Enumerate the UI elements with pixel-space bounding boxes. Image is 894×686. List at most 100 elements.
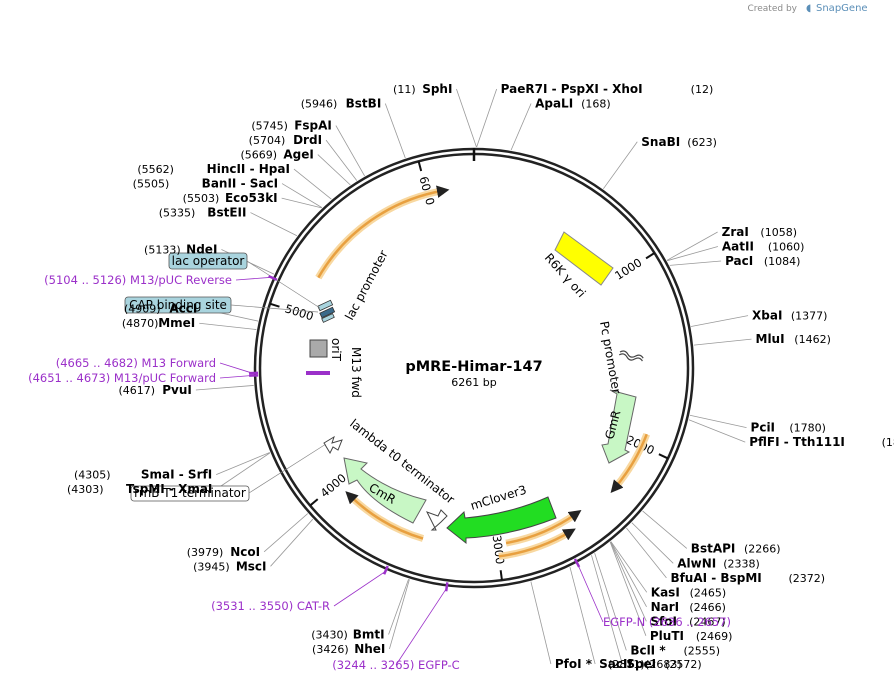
site-2467[interactable]: SfoI(2467) [650,614,725,628]
pc-promoter-feature[interactable] [618,350,644,363]
svg-text:(1084): (1084) [764,255,801,268]
svg-text:(1462): (1462) [794,333,831,346]
svg-text:BanII - SacI: BanII - SacI [202,177,278,191]
leader-1058 [666,231,718,261]
tick-3000 [499,570,503,581]
site-5335[interactable]: BstEII(5335) [159,206,247,220]
svg-text:(1801): (1801) [882,436,894,449]
site-2871[interactable]: PfoI *(2871) [555,657,645,671]
orit-feature[interactable] [309,339,328,358]
svg-text:HincII - HpaI: HincII - HpaI [207,162,290,176]
site-5946[interactable]: BstBI(5946) [301,97,382,111]
rrnb-terminator-feature[interactable] [323,435,343,455]
svg-text:PflFI - Tth111I: PflFI - Tth111I [749,435,845,449]
primer-4662[interactable]: (4651 .. 4673) M13/pUC Forward [28,371,216,385]
svg-text:(5745): (5745) [251,120,288,133]
site-3979[interactable]: NcoI(3979) [187,545,260,559]
primer-4673[interactable]: (4665 .. 4682) M13 Forward [56,356,216,370]
svg-text:(3531 .. 3550) CAT-R: (3531 .. 3550) CAT-R [211,599,330,613]
cmr-feature[interactable] [343,457,427,524]
svg-text:(623): (623) [687,136,717,149]
primer-leader-5115 [235,276,272,281]
site-4617[interactable]: PvuI(4617) [118,383,191,397]
site-4909[interactable]: AccI(4909) [124,302,197,316]
features [306,231,644,545]
site-5133[interactable]: NdeI(5133) [144,242,217,256]
tick-label-1000: 1000 [612,255,644,283]
svg-text:(1058): (1058) [760,226,797,239]
site-4303[interactable]: TspMI - XmaI(4303) [67,482,212,496]
site-1084[interactable]: PacI(1084) [725,254,800,268]
site-3430[interactable]: BmtI(3430) [311,627,384,641]
site-2266[interactable]: BstAPI(2266) [691,541,781,555]
site-4870[interactable]: MmeI(4870) [122,316,195,330]
leader-2555 [594,553,627,651]
primer-3254[interactable]: (3244 .. 3265) EGFP-C [332,658,459,672]
site-1060[interactable]: AatII(1060) [722,240,805,254]
orf-cmr-arc[interactable] [345,491,424,540]
site-623[interactable]: SnaBI(623) [641,135,717,149]
site-2372[interactable]: BfuAI - BspMI(2372) [670,571,825,585]
leader-2683 [569,566,596,665]
site-5503[interactable]: Eco53kI(5503) [183,191,278,205]
site-5562[interactable]: HincII - HpaI (5562) [137,162,290,176]
site-5505[interactable]: BanII - SacI(5505) [133,177,278,191]
svg-text:(5562): (5562) [137,163,174,176]
site-11[interactable]: SphI(11) [393,82,452,96]
site-2555[interactable]: BclI *(2555) [630,643,720,657]
svg-text:(5503): (5503) [183,192,220,205]
svg-text:(4870): (4870) [122,317,159,330]
svg-text:BmtI: BmtI [353,627,385,641]
orf-lac-arc[interactable] [317,185,450,279]
primer-5115[interactable]: (5104 .. 5126) M13/pUC Reverse [44,273,232,287]
tick-2000 [658,453,669,460]
site-1058[interactable]: ZraI(1058) [722,225,797,239]
site-leader-lines [195,88,752,665]
primer-3540[interactable]: (3531 .. 3550) CAT-R [211,599,330,613]
site-1377[interactable]: XbaI(1377) [752,309,827,323]
site-4305[interactable]: SmaI - SrfI(4305) [74,468,212,482]
tick-label-5000: 5000 [283,301,315,323]
site-2572[interactable]: SpeI(2572) [626,657,701,671]
cap-binding-site-box[interactable]: CAP binding site [124,296,232,314]
svg-text:(4665 .. 4682) M13 Forward: (4665 .. 4682) M13 Forward [56,356,216,370]
site-1462[interactable]: MluI(1462) [756,332,831,346]
site-1801[interactable]: PflFI - Tth111I (1801) [749,435,894,449]
site-2338[interactable]: AlwNI(2338) [677,556,760,570]
svg-text:MscI: MscI [236,559,267,573]
orf-mclover-arc-outer[interactable] [498,528,576,558]
svg-text:TspMI - XmaI: TspMI - XmaI [126,482,212,496]
site-168[interactable]: ApaLI(168) [535,97,611,111]
site-12[interactable]: PaeR7I - PspXI - XhoI(12) [501,82,714,96]
mclover3-feature[interactable] [446,496,557,545]
svg-text:(2266): (2266) [744,542,781,555]
site-2469[interactable]: PluTI(2469) [650,629,733,643]
lac-operator-box[interactable]: lac operator [168,252,248,270]
rrnb-terminator-box[interactable]: rrnB T1 terminator [130,485,250,502]
site-5745[interactable]: FspAI(5745) [251,119,332,133]
svg-text:PvuI: PvuI [162,383,192,397]
svg-text:(2555): (2555) [684,644,721,657]
lambda-terminator-feature[interactable] [425,509,448,531]
site-2465[interactable]: KasI(2465) [651,585,726,599]
site-3945[interactable]: MscI(3945) [193,559,266,573]
svg-text:(3244 .. 3265) EGFP-C: (3244 .. 3265) EGFP-C [332,658,459,672]
svg-text:BstBI: BstBI [346,97,382,111]
leader-1377 [690,315,749,327]
lac-promoter-feature[interactable] [317,299,336,323]
svg-text:(2465): (2465) [690,586,727,599]
svg-text:NheI: NheI [354,642,385,656]
gmr-feature[interactable] [601,389,637,464]
site-5704[interactable]: DrdI(5704) [249,133,322,147]
primer-2646[interactable]: EGFP-N (2636 .. 2657) [603,615,731,629]
r6k-ori-feature[interactable] [554,231,614,286]
tick-label-3000: 3000 [490,534,508,565]
primer-mark-3254 [444,582,449,592]
orf-gmr-arc[interactable] [610,433,648,493]
site-5669[interactable]: AgeI(5669) [240,148,313,162]
site-2466[interactable]: NarI(2466) [651,600,726,614]
site-1780[interactable]: PciI(1780) [751,421,826,435]
site-2683[interactable]: SacII(2683) [599,657,682,671]
site-3426[interactable]: NheI(3426) [312,642,385,656]
orf-mclover-arc-inner[interactable] [505,510,582,545]
